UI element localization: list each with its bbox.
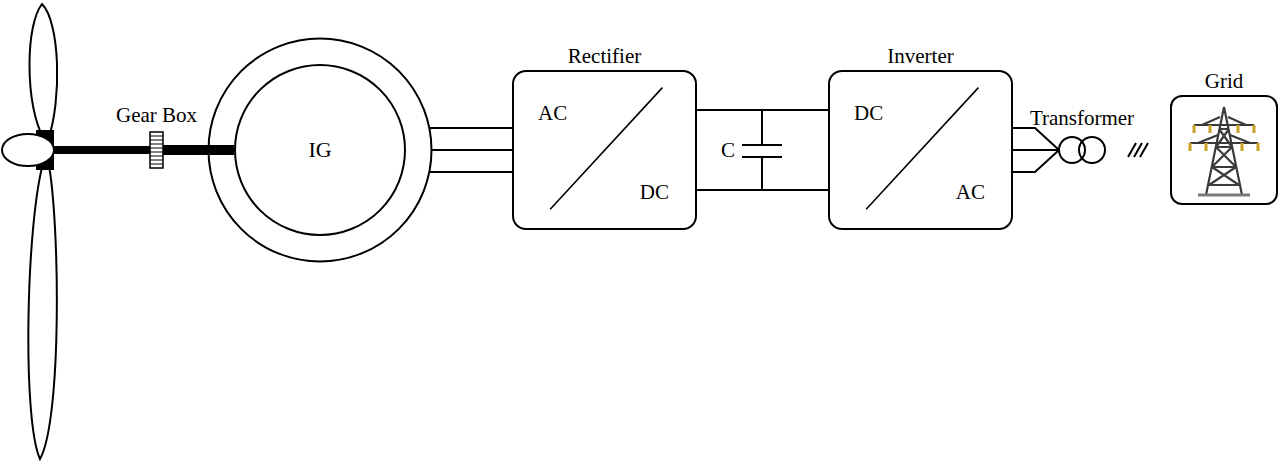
insulators <box>1190 125 1258 151</box>
part-label: C <box>721 139 735 162</box>
conversion-diagonal <box>514 72 695 228</box>
capacitor-symbol <box>742 110 782 190</box>
ground-line <box>1198 194 1250 197</box>
nose-cone <box>2 134 54 166</box>
converter-box: RectifierACDC <box>512 70 697 230</box>
low-speed-shaft <box>54 146 150 154</box>
high-speed-shaft <box>163 145 234 155</box>
rotor-ring <box>235 65 405 235</box>
cross-arms <box>1190 117 1258 143</box>
port-label: AC <box>956 181 985 204</box>
conductor <box>697 109 828 111</box>
blade <box>28 160 57 459</box>
generator-circle: IG <box>207 37 433 263</box>
pylon-icon <box>1172 97 1276 203</box>
conductor <box>1013 150 1059 172</box>
power-line <box>697 110 828 190</box>
pylon-frame <box>1190 107 1258 195</box>
port-label: AC <box>538 102 567 125</box>
grid-box: Grid <box>1170 95 1278 205</box>
block-title: Inverter <box>887 45 953 68</box>
power-line <box>1013 128 1059 172</box>
conductor <box>430 171 512 173</box>
stator-ring <box>209 39 432 262</box>
conductor <box>1013 149 1059 151</box>
blade <box>30 4 58 140</box>
port-label: DC <box>640 181 669 204</box>
block-title: Rectifier <box>568 45 641 68</box>
conductor <box>697 189 828 191</box>
gear-box-symbol <box>150 132 163 168</box>
block-title: Transformer <box>1030 107 1134 130</box>
converter-box: InverterDCAC <box>828 70 1013 230</box>
transformer-symbol: Transformer <box>1058 136 1106 164</box>
transformer-coils <box>1058 136 1106 164</box>
gear-teeth <box>150 136 163 164</box>
conductor <box>1013 128 1059 150</box>
power-line <box>430 128 512 172</box>
conductor <box>432 149 512 151</box>
winding <box>1079 137 1105 163</box>
port-label: DC <box>854 102 883 125</box>
block-title: Grid <box>1205 70 1244 93</box>
node-label: IG <box>308 138 331 162</box>
conversion-diagonal <box>830 72 1011 228</box>
three-phase-mark <box>1140 143 1148 157</box>
part-label: Gear Box <box>116 104 197 127</box>
power-line <box>1128 143 1148 157</box>
winding <box>1059 137 1085 163</box>
conductor <box>430 127 512 129</box>
